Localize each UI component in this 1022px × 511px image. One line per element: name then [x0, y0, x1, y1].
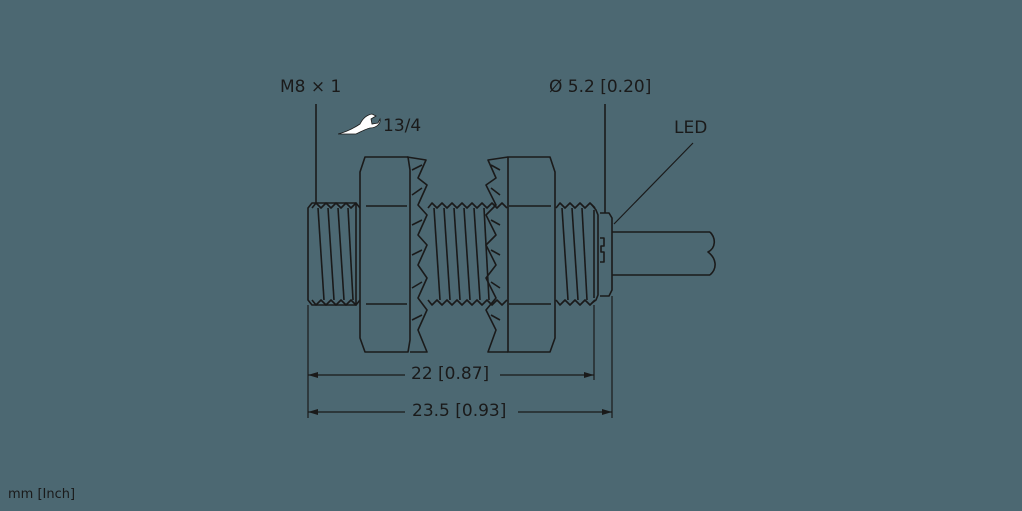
wrench-icon — [338, 113, 381, 135]
hex-nut-left — [359, 156, 411, 353]
thread-right — [555, 202, 599, 306]
lock-washer-right — [485, 156, 509, 353]
thread-size-label: M8 × 1 — [280, 77, 342, 97]
end-cap — [600, 212, 613, 297]
led-label: LED — [674, 118, 708, 138]
total-length-label: 23.5 [0.93] — [409, 401, 510, 421]
lock-washer-left — [406, 156, 428, 353]
wrench-size-label: 13/4 — [383, 116, 422, 136]
cable — [612, 231, 716, 276]
thread-length-label: 22 [0.87] — [408, 364, 493, 384]
thread-middle — [427, 202, 508, 306]
cable-diameter-label: Ø 5.2 [0.20] — [549, 77, 652, 97]
hex-nut-right — [507, 156, 556, 353]
led-leader — [613, 142, 694, 225]
thread-left — [307, 202, 361, 306]
units-label: mm [Inch] — [8, 487, 76, 502]
